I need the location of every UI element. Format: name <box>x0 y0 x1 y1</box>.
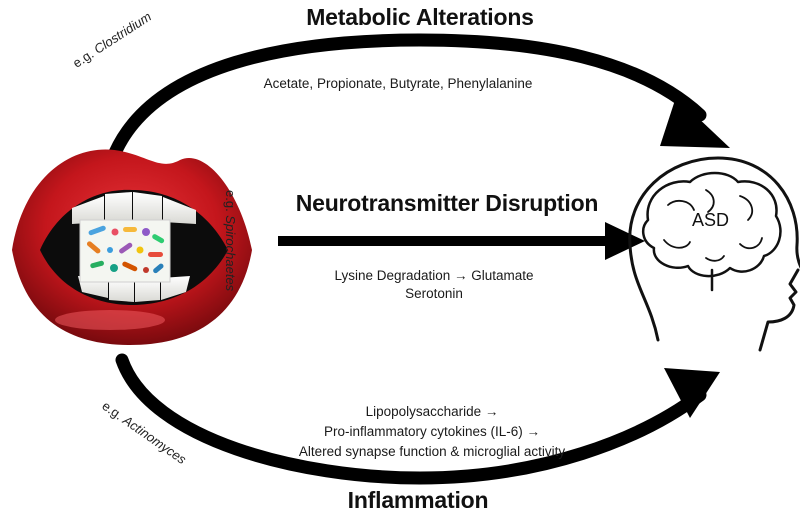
heading-metabolic-alterations: Metabolic Alterations <box>306 4 534 30</box>
neuro-pathway-line-1: Lysine Degradation → Glutamate <box>334 268 534 283</box>
metabolic-arrow <box>105 33 730 167</box>
bacteria-image <box>79 219 171 283</box>
neuro-pathway-line-2: Serotonin <box>405 286 463 301</box>
heading-neurotransmitter-disruption: Neurotransmitter Disruption <box>295 190 599 216</box>
example-prefix: e.g. <box>223 190 238 216</box>
inflam-pathway-line-1: Lipopolysaccharide → <box>365 404 499 419</box>
example-genus-spirochaetes: Spirochaetes <box>223 215 238 292</box>
heading-inflammation: Inflammation <box>347 487 489 513</box>
inflammation-arrow <box>115 353 720 485</box>
brain-asd-label: ASD <box>692 210 730 230</box>
mouth-illustration <box>12 149 252 345</box>
head-illustration <box>628 156 800 352</box>
metabolic-metabolites-text: Acetate, Propionate, Butyrate, Phenylala… <box>263 76 533 91</box>
example-spirochaetes-label: e.g. Spirochaetes <box>223 190 238 291</box>
inflam-pathway-line-3: Altered synapse function & microglial ac… <box>298 444 566 459</box>
inflam-pathway-line-2: Pro-inflammatory cytokines (IL-6) → <box>323 424 541 439</box>
neurotransmitter-arrow <box>278 222 645 260</box>
